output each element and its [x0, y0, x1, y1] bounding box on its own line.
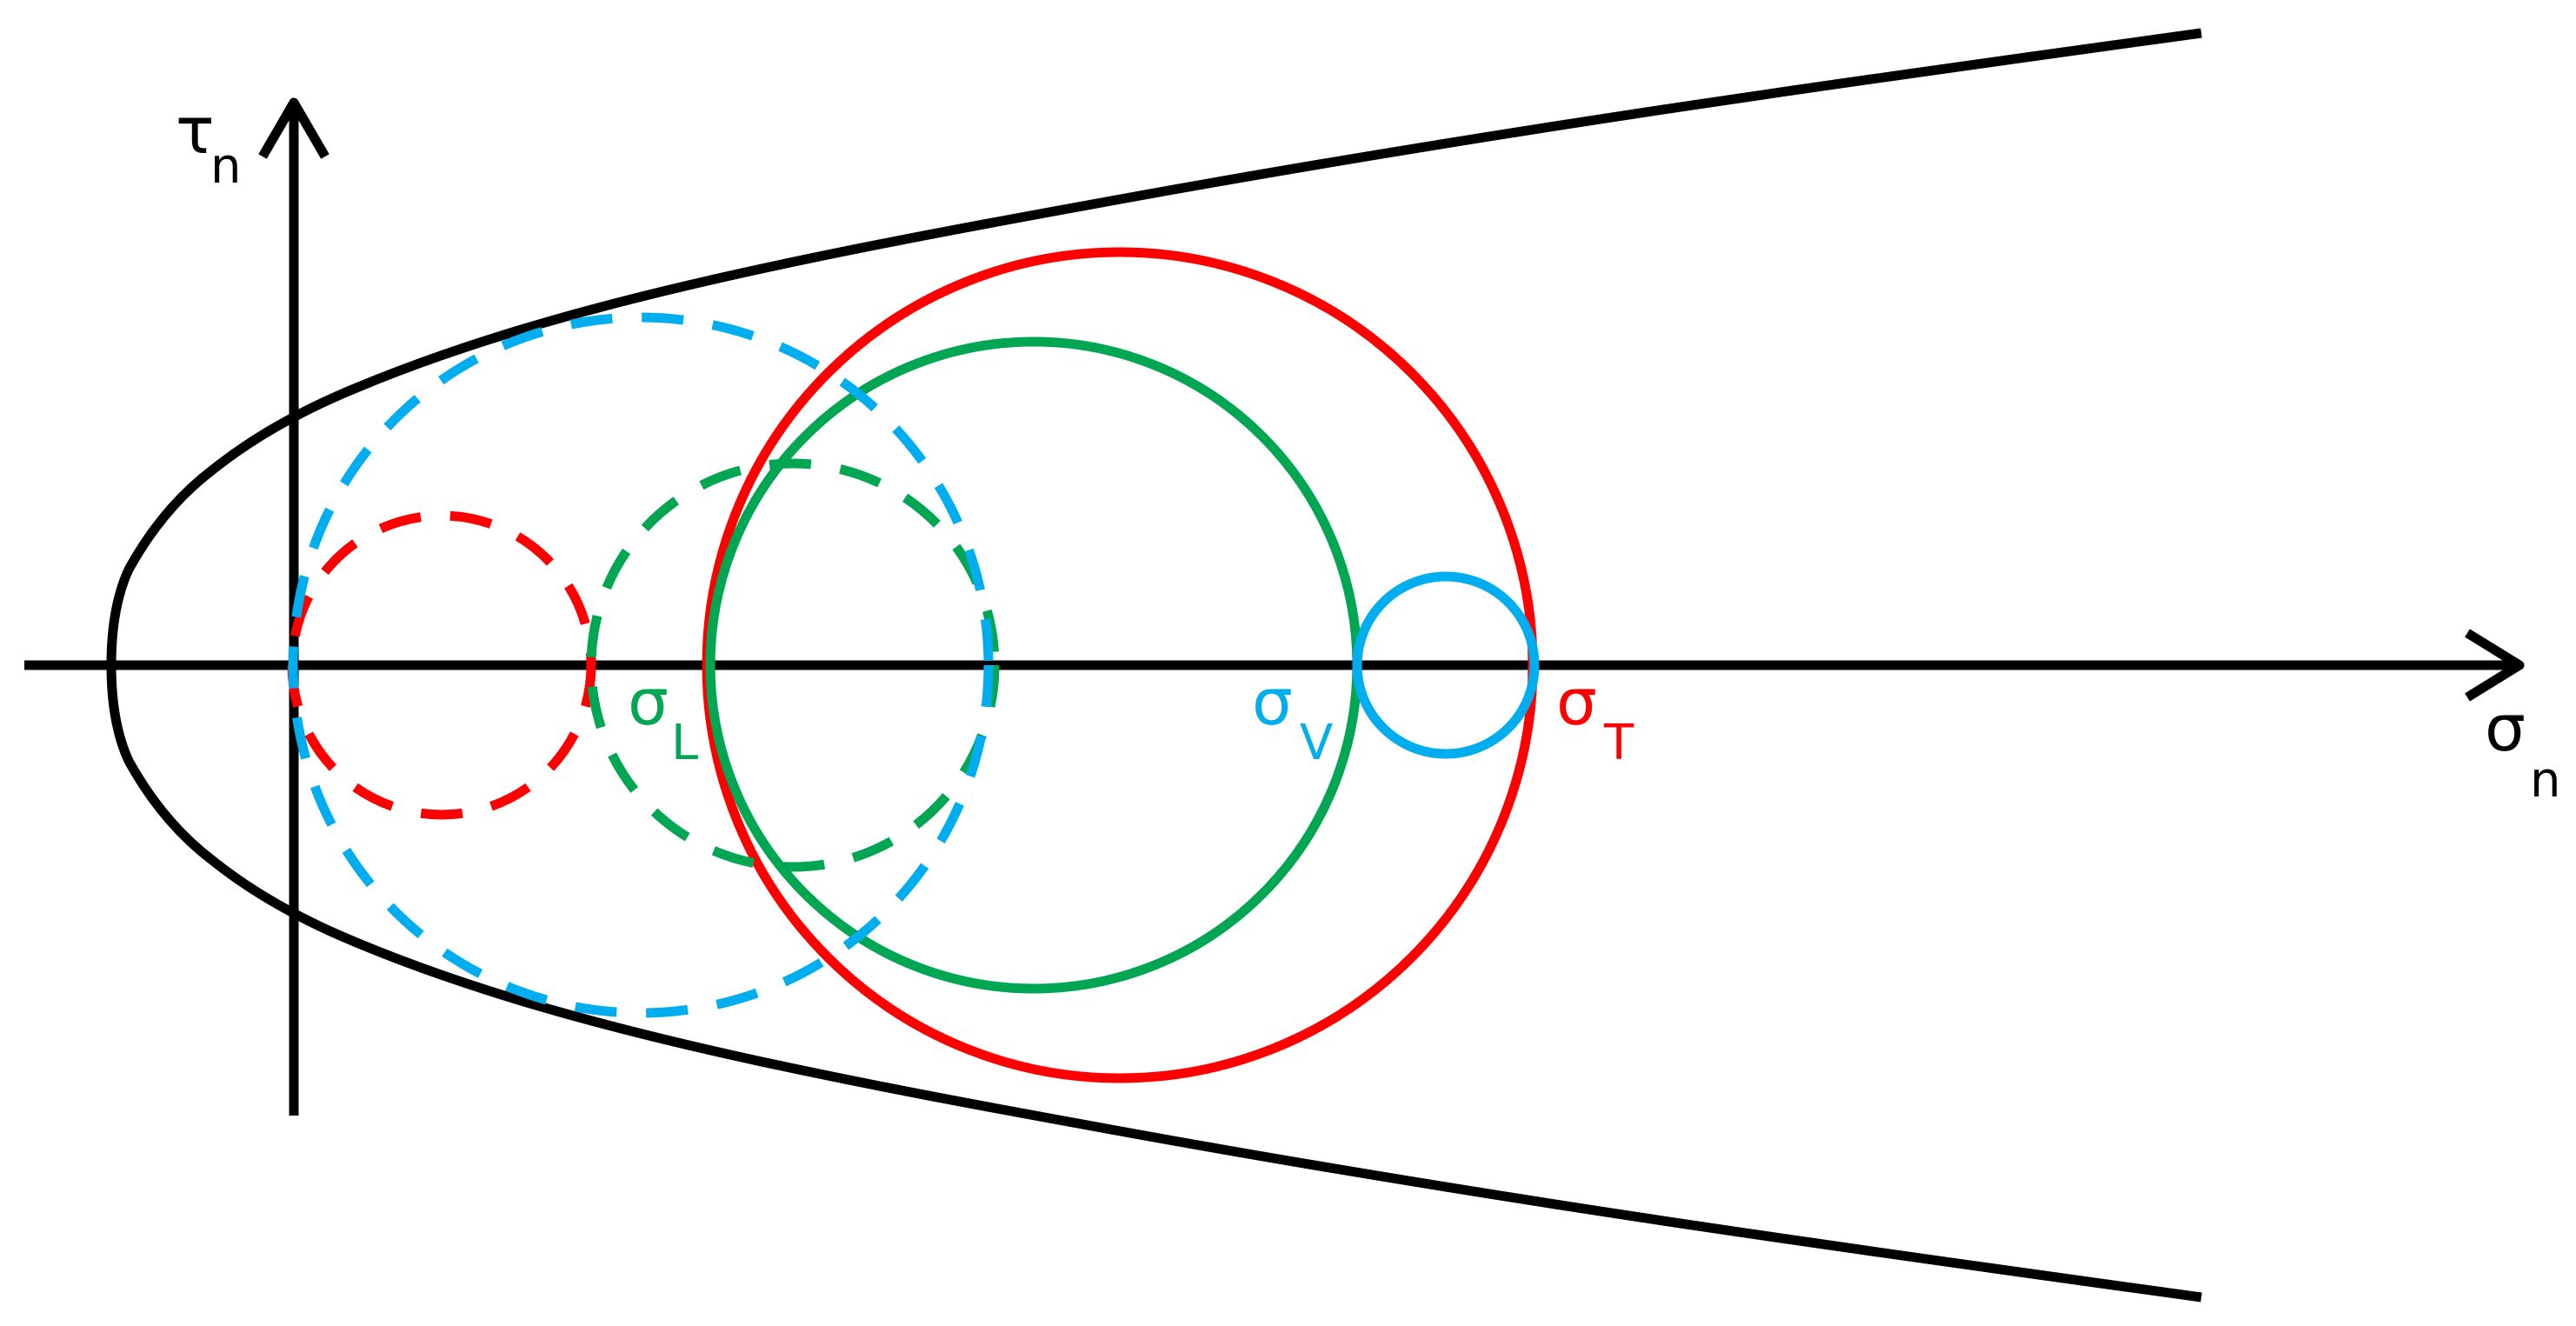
tau-axis-subscript: n	[210, 138, 242, 195]
sigma-V-label: σ	[1252, 665, 1293, 740]
sigma-axis-subscript: n	[2530, 752, 2561, 809]
sigma-axis-label: σ	[2485, 691, 2526, 766]
sigma-axis-arrowhead	[2465, 629, 2525, 702]
tau-axis-arrowhead	[258, 97, 329, 159]
blue-dashed-circle	[288, 312, 994, 1018]
sigma-T-label: σ	[1556, 665, 1597, 740]
tau-symbol: τ	[176, 94, 215, 169]
sigma-L-label: σ	[628, 665, 669, 740]
tau-axis-label: τ	[176, 94, 215, 169]
red-dashed-circle	[287, 510, 596, 820]
blue-solid-circle	[1352, 571, 1540, 759]
sigma-T-subscript: T	[1603, 715, 1634, 771]
green-dashed-circle	[586, 458, 1000, 872]
sigma-V-subscript: V	[1300, 715, 1333, 771]
sigma-L-subscript: L	[671, 715, 698, 771]
